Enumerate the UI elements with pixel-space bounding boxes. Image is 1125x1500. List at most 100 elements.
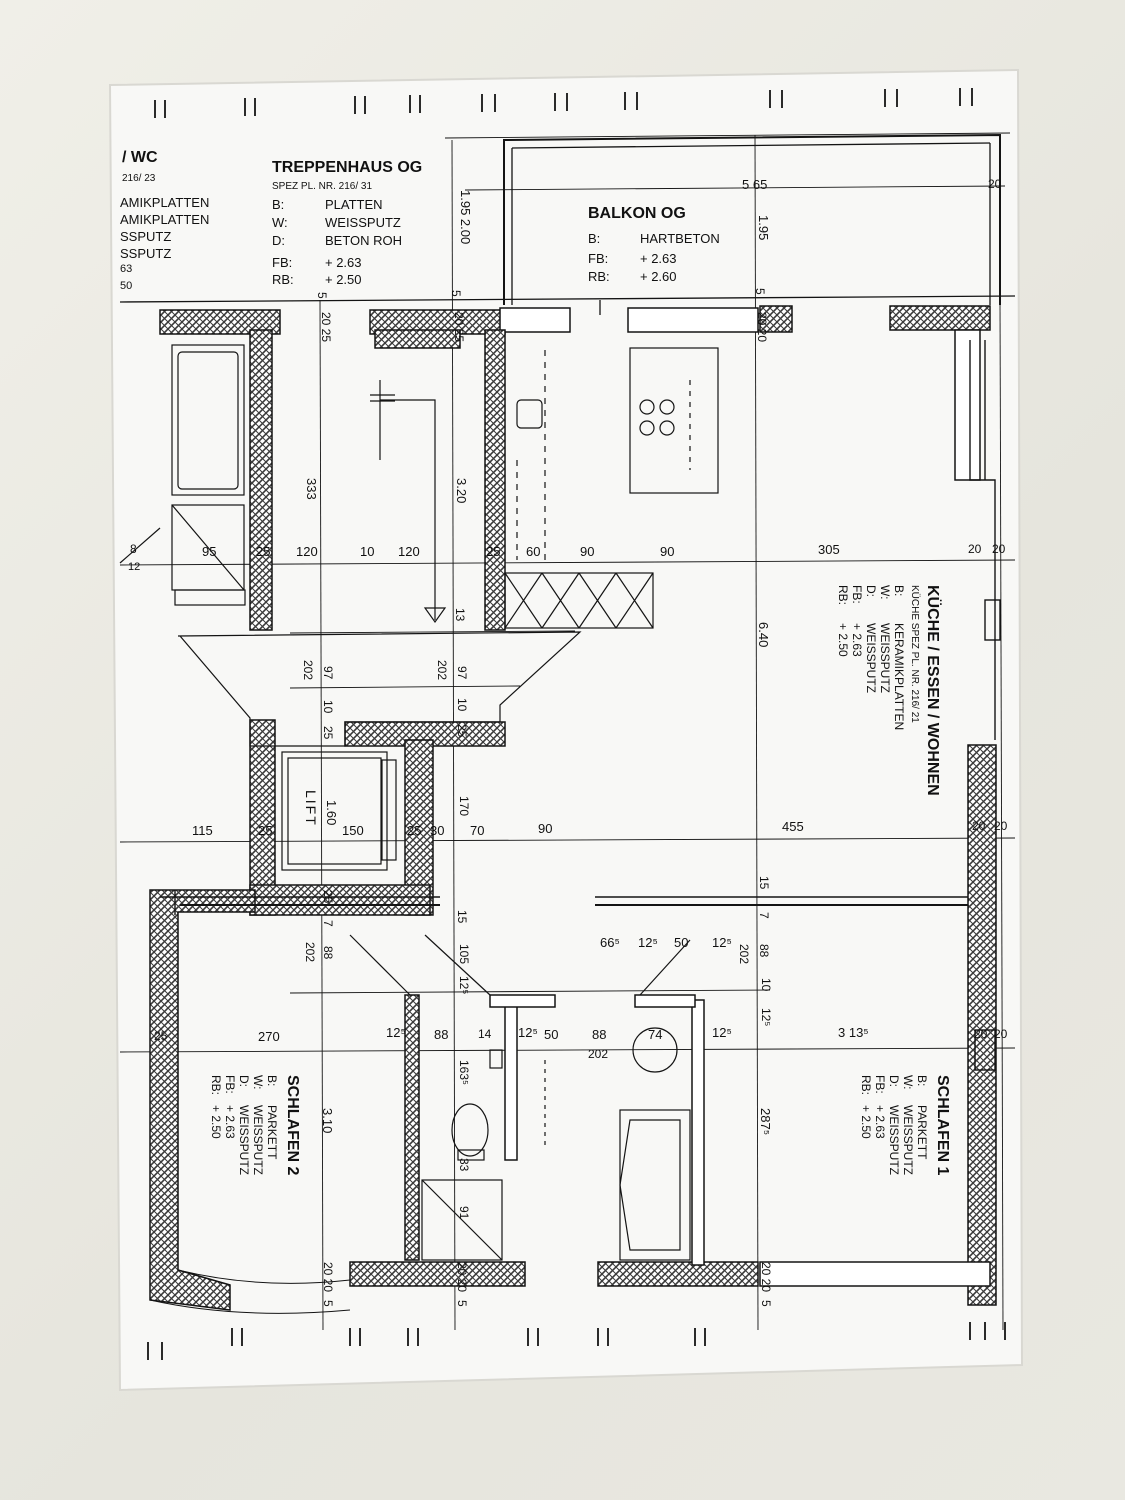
shower-bath <box>421 1179 503 1261</box>
dim-label: 95 <box>202 544 217 559</box>
dim-label: 202 <box>301 660 315 681</box>
dim-label: 20 25 <box>319 312 333 343</box>
dim-label: 13 <box>453 608 467 622</box>
schlafen1-value: WEISSPUTZ <box>887 1105 901 1176</box>
dim-label: 170 <box>457 796 471 817</box>
dim-label: 25 <box>256 544 271 559</box>
lift-label: LIFT <box>303 790 319 827</box>
dim-label: 20 <box>994 819 1008 833</box>
dim-label: 66⁵ <box>600 935 620 950</box>
dim-label: 333 <box>304 478 319 500</box>
toilet <box>451 1103 489 1157</box>
balkon-key: B: <box>588 231 601 246</box>
dim-label: 3.20 <box>454 478 469 504</box>
kueche-key: FB: <box>850 585 864 604</box>
dim-label: 10 <box>360 544 375 559</box>
balkon-value: + 2.63 <box>640 251 677 266</box>
kueche-value: + 2.63 <box>850 623 864 657</box>
dim-label: 88 <box>434 1027 449 1042</box>
dim-label: 97 <box>455 666 469 680</box>
kueche-value: WEISSPUTZ <box>864 623 878 694</box>
lift-cabin <box>281 751 388 871</box>
dim-label: 90 <box>538 821 553 836</box>
dim-label: 30 <box>430 823 445 838</box>
dim-label: 20 25 <box>452 312 466 343</box>
schlafen2-value: WEISSPUTZ <box>237 1105 251 1176</box>
dim-label: 120 <box>398 544 420 559</box>
wc-line: SSPUTZ <box>120 229 172 244</box>
kueche-value: KERAMIKPLATTEN <box>892 623 906 731</box>
dim-label: 5 <box>321 1300 335 1307</box>
dim-label: 90 <box>660 544 675 559</box>
kueche-value: WEISSPUTZ <box>878 623 892 694</box>
dim-label: 5 <box>753 288 767 295</box>
kueche-block: KÜCHE / ESSEN / WOHNEN KÜCHE SPEZ PL. NR… <box>836 585 941 796</box>
kitchen-island <box>629 347 719 494</box>
dim-label: 20 <box>988 177 1002 191</box>
schlafen1-key: B: <box>915 1075 929 1087</box>
wall-stair-left <box>249 329 273 631</box>
dim-label: 10 <box>759 978 773 992</box>
wc-line: AMIKPLATTEN <box>120 212 210 227</box>
axis-ticks <box>147 88 1006 1360</box>
dim-label: 25 <box>455 724 469 738</box>
dim-label: 5 <box>759 1300 773 1307</box>
dim-label: 202 <box>737 944 751 965</box>
balkon-key: RB: <box>588 269 610 284</box>
dim-label: 202 <box>435 660 449 681</box>
dim-label: 20 <box>972 819 986 833</box>
dim-label: 287⁵ <box>758 1108 773 1136</box>
wc-spec: 216/ 23 <box>122 173 156 184</box>
dim-label: 120 <box>296 544 318 559</box>
schlafen1-value: + 2.50 <box>859 1105 873 1139</box>
kitchen-sink <box>516 399 543 429</box>
schlafen2-value: PARKETT <box>265 1105 279 1160</box>
dim-label: 20 <box>974 1027 988 1041</box>
dim-label: 88 <box>592 1027 607 1042</box>
dim-label: 20 <box>994 1027 1008 1041</box>
dim-label: 270 <box>258 1029 280 1044</box>
dim-label: 3 13⁵ <box>838 1025 869 1040</box>
kueche-key: D: <box>864 585 878 597</box>
treppenhaus-key: FB: <box>272 255 293 270</box>
schlafen1-key: RB: <box>859 1075 873 1096</box>
schlafen2-value: + 2.63 <box>223 1105 237 1139</box>
dim-label: 25 <box>321 726 335 740</box>
dim-label: 12⁵ <box>712 935 732 950</box>
balkon-value: HARTBETON <box>640 231 720 246</box>
dim-label: 202 <box>303 942 317 963</box>
wall-lift <box>249 719 276 916</box>
dim-axis-row4 <box>119 1047 1016 1053</box>
paper-sheet <box>108 68 1024 1392</box>
dim-label: 105 <box>457 944 471 965</box>
schlafen1-key: FB: <box>873 1075 887 1094</box>
dim-label: 25 <box>321 890 335 904</box>
schlafen2-key: D: <box>237 1075 251 1087</box>
stair-flight <box>380 399 436 620</box>
schlafen2-key: RB: <box>209 1075 223 1096</box>
treppenhaus-key: RB: <box>272 272 294 287</box>
dim-axis-top <box>119 295 1016 303</box>
dim-label: 88 <box>321 946 335 960</box>
wc-line: 50 <box>120 280 133 292</box>
dim-label: 74 <box>648 1027 663 1042</box>
schlafen2-value: WEISSPUTZ <box>251 1105 265 1176</box>
dim-label: 5 65 <box>742 177 768 192</box>
dim-label: 25 <box>258 823 273 838</box>
schlafen1-value: WEISSPUTZ <box>901 1105 915 1176</box>
lift-dim: 1.60 <box>324 800 339 826</box>
dim-label: 202 <box>588 1047 609 1061</box>
dim-label: 20 <box>968 542 982 556</box>
dim-label: 12 <box>128 561 141 573</box>
treppenhaus-key: W: <box>272 215 288 230</box>
dim-label: 50 <box>544 1027 559 1042</box>
dim-label: 12⁵ <box>638 935 658 950</box>
dim-label: 91 <box>457 1206 471 1220</box>
dim-label: 3.10 <box>320 1108 335 1134</box>
dim-label: 7 <box>757 912 771 919</box>
kueche-key: W: <box>878 585 892 600</box>
treppenhaus-value: BETON ROH <box>325 233 403 248</box>
dim-label: 115 <box>192 823 213 838</box>
schlafen1-value: PARKETT <box>915 1105 929 1160</box>
kueche-key: B: <box>892 585 906 597</box>
